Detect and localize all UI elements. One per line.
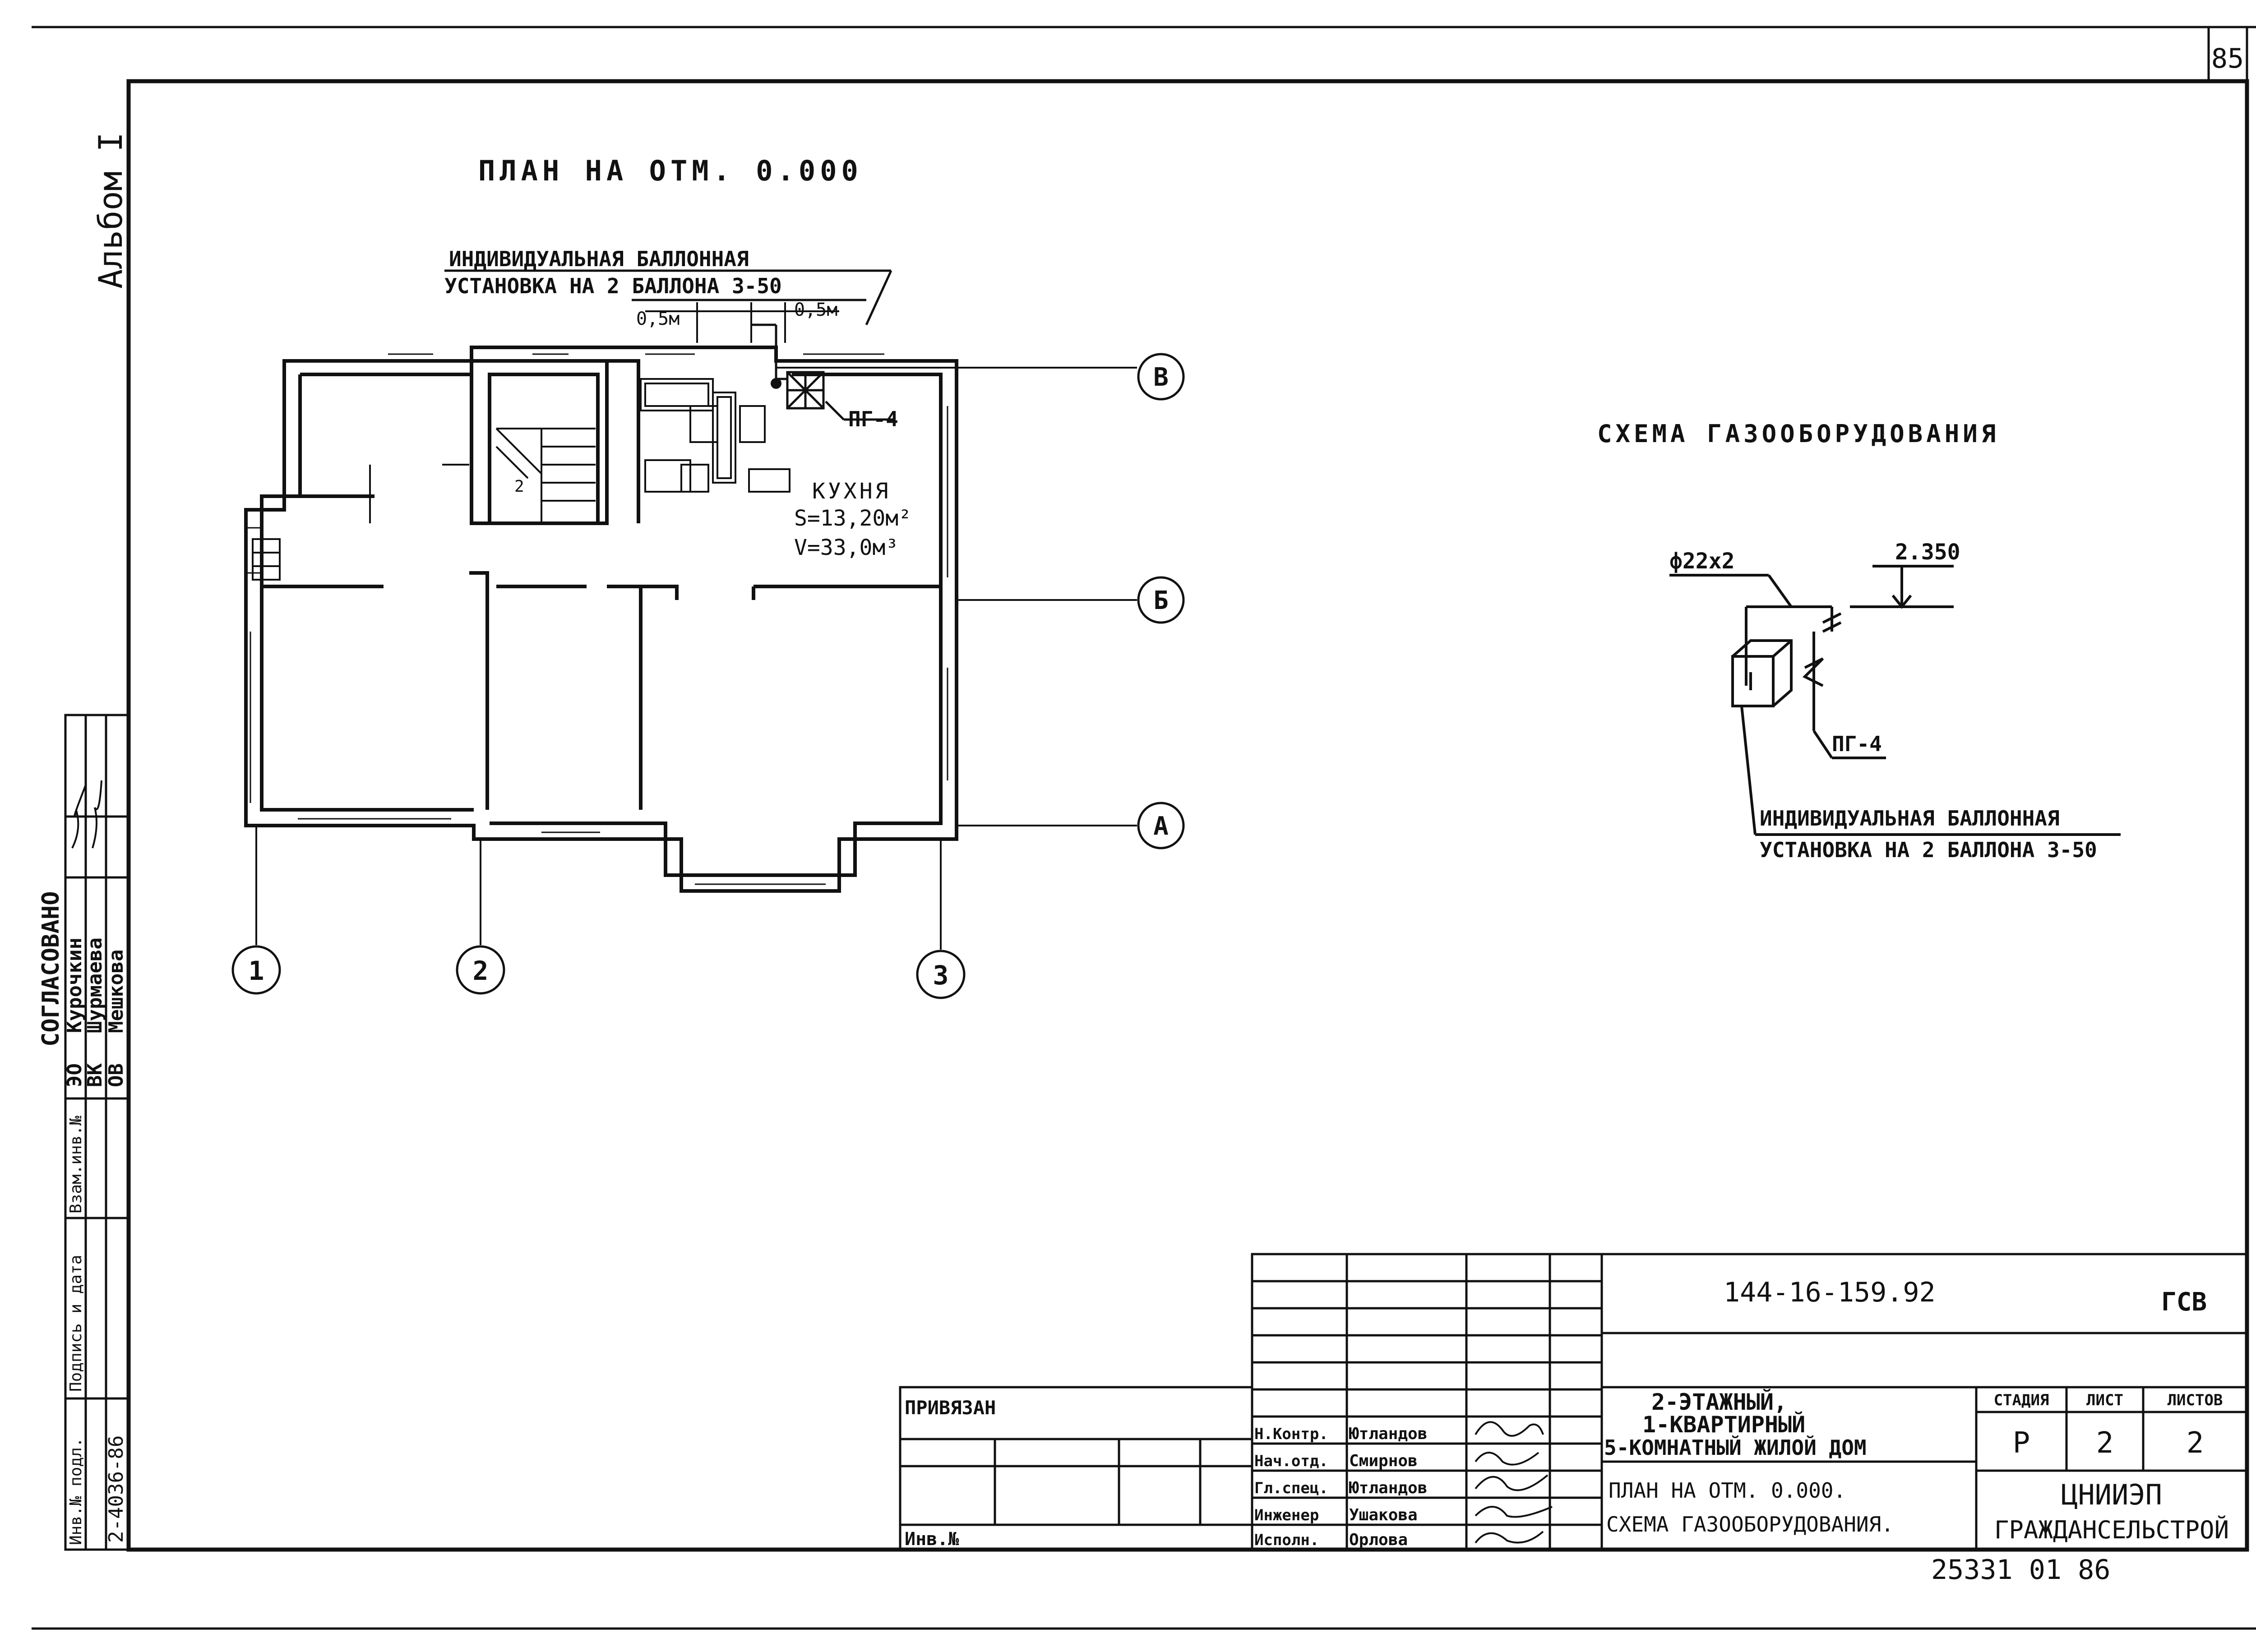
dim-left: 0,5м [636,309,680,329]
building-line3: 5-КОМНАТНЫЙ ЖИЛОЙ ДОМ [1604,1435,1867,1460]
org-line1: ЦНИИЭП [2061,1478,2162,1511]
cylinder-leader [444,269,892,326]
staff-role: Инженер [1254,1506,1319,1524]
approval-name: Мешкова [105,950,128,1033]
staff-name: Смирнов [1349,1452,1418,1470]
album-label: Альбом I [92,132,129,289]
inv-col-label: Взам.инв.№ [67,1116,85,1214]
approval-dept: ВК [83,1063,106,1087]
axis-row-a: А [1153,812,1169,841]
building-line2: 1-КВАРТИРНЫЙ [1642,1411,1805,1438]
approval-name: Курочкин [63,937,86,1033]
axis-col-3: 3 [933,960,949,991]
plan-title: ПЛАН НА ОТМ. 0.000 [478,154,863,187]
riser-dot [771,378,781,389]
cylinder-note-line1: ИНДИВИДУАЛЬНАЯ БАЛЛОННАЯ [449,247,749,271]
axis-col-1: 1 [249,955,264,986]
clearance-dims [645,302,839,343]
scheme-title: СХЕМА ГАЗООБОРУДОВАНИЯ [1597,420,1999,448]
building-walls [244,346,958,893]
room-name: КУХНЯ [812,479,891,504]
sheets-header: ЛИСТОВ [2168,1391,2223,1409]
dim-right: 0,5м [794,300,837,320]
staff-name: Ютландов [1349,1479,1427,1497]
level-label: 2.350 [1895,540,1960,565]
stage-value: Р [2013,1426,2030,1460]
scheme-note-line1: ИНДИВИДУАЛЬНАЯ БАЛЛОННАЯ [1760,806,2060,831]
sheet-value: 2 [2096,1426,2114,1460]
bottom-stamp: 25331 01 86 [1931,1554,2110,1586]
stove-plan [751,323,893,421]
axis-row-v: В [1153,363,1169,392]
inv-value: 2-4036-86 [105,1435,128,1543]
sheet-title-line1: ПЛАН НА ОТМ. 0.000. [1609,1478,1846,1503]
room-area: S=13,20м² [794,506,911,531]
building-line1: 2-ЭТАЖНЫЙ, [1651,1389,1787,1415]
room-volume: V=33,0м³ [794,535,898,560]
signature-scribble [71,780,102,849]
axis-bubble-col: 1 2 3 [231,945,966,999]
page-number: 85 [2211,43,2244,74]
gas-scheme [1669,565,2121,836]
sheet-title-line2: СХЕМА ГАЗООБОРУДОВАНИЯ. [1606,1512,1894,1537]
stove-label-scheme: ПГ-4 [1832,732,1882,756]
cylinder-note-line2: УСТАНОВКА НА 2 БАЛЛОНА 3-50 [444,274,782,298]
staff-role: Исполн. [1254,1531,1319,1549]
staff-name: Ютландов [1349,1425,1427,1443]
staff-signatures [1475,1421,1553,1544]
staff-role: Н.Контр. [1254,1425,1328,1443]
kitchen-fixtures [640,378,791,493]
scheme-note-line2: УСТАНОВКА НА 2 БАЛЛОНА 3-50 [1760,838,2097,862]
staff-role: Нач.отд. [1254,1452,1328,1470]
stage-header: СТАДИЯ [1994,1391,2049,1409]
staff-name: Ушакова [1349,1506,1418,1524]
axis-col-2: 2 [473,955,489,986]
axis-row-b: Б [1153,586,1169,615]
staff-rows: Н.Контр. Ютландов Нач.отд. Смирнов Гл.сп… [1254,1425,1427,1549]
axis-bubble-row: В Б А [1137,353,1185,849]
entrance-steps [252,464,469,581]
staff-role: Гл.спец. [1254,1479,1328,1497]
org-line2: ГРАЖДАНСЕЛЬСТРОЙ [1994,1516,2229,1544]
sheets-value: 2 [2187,1426,2204,1460]
stair-treads [495,428,596,523]
staff-name: Орлова [1349,1531,1408,1549]
inv-label: Инв.№ [905,1529,959,1550]
approval-dept: ЭО [63,1063,86,1087]
windows [246,353,948,885]
side-stamp [64,714,130,1551]
doc-mark: ГСВ [2161,1287,2207,1317]
approval-rows: ЭО Курочкин ВК Шурмаева ОВ Мешкова [63,937,128,1087]
title-block-grid [899,1253,2248,1551]
sheet-header: ЛИСТ [2086,1391,2123,1409]
approval-dept: ОВ [105,1063,128,1087]
stove-label-plan: ПГ-4 [848,407,898,431]
inv-col-label: Инв.№ подл. [67,1438,85,1545]
approval-name: Шурмаева [83,937,106,1033]
tied-label: ПРИВЯЗАН [905,1397,996,1419]
inv-col-label: Подпись и дата [67,1255,85,1392]
doc-code: 144-16-159.92 [1724,1277,1936,1308]
stair-mark: 2 [514,477,524,496]
grid-axes [255,367,1137,950]
approval-title: СОГЛАСОВАНО [37,891,65,1047]
pipe-label: ф22х2 [1669,549,1735,574]
